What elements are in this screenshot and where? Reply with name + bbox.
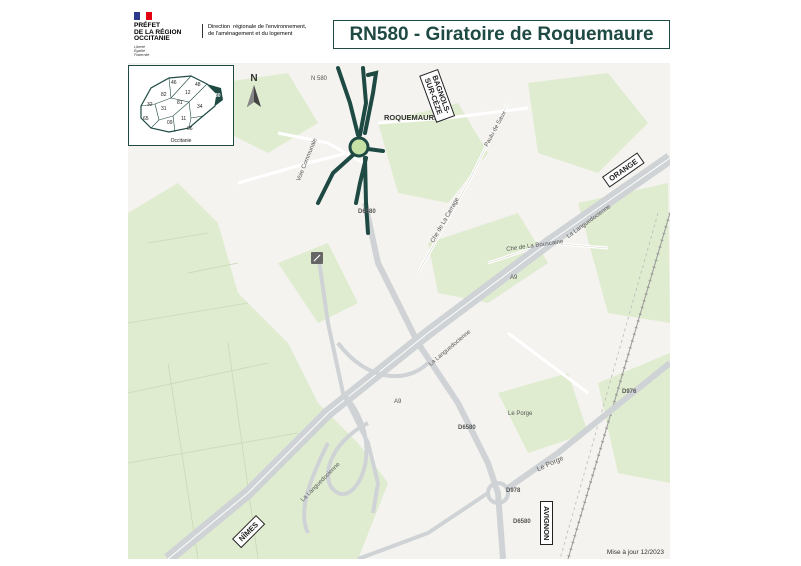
title-box: RN580 - Giratoire de Roquemaure [333,20,670,49]
rest-area-glyph [313,254,321,262]
railway [559,212,670,559]
inset-dept-46: 46 [171,80,177,86]
d978-road [357,491,490,559]
inset-dept-66: 66 [187,126,193,132]
inset-map: 46 48 12 82 81 32 31 34 65 09 11 66 30 O… [128,65,234,146]
inset-dept-11: 11 [181,116,187,122]
south-roundabout [486,481,510,505]
north-arrow-icon [247,85,261,107]
prefet-logo: PRÉFET DE LA RÉGION OCCITANIE Liberté Ég… [128,10,198,58]
label-le-porge-1: Le Porge [508,411,533,417]
inset-dept-34: 34 [197,104,203,110]
inset-dept-31: 31 [161,106,167,112]
project-road [316,66,385,235]
label-d6580-bottom: D6580 [513,519,531,525]
label-a9-1: A9 [510,275,518,281]
direction-avignon: AVIGNON [540,501,553,546]
label-d976: D976 [622,389,637,395]
inset-dept-65: 65 [143,116,149,122]
map[interactable]: N 580 Voie Communale ROQUEMAURE D6580 D6… [128,63,670,559]
north-arrow: N [247,73,267,113]
french-flag-icon [134,12,152,20]
d6580-road [362,202,506,559]
inset-dept-32: 32 [147,102,153,108]
label-d6580-top: D6580 [358,209,376,215]
d976-road [506,360,670,491]
inset-dept-09: 09 [167,120,173,126]
inset-dept-82: 82 [161,92,167,98]
occitanie-map [140,75,223,133]
label-roquemaure: ROQUEMAURE [384,113,440,122]
north-label: N [250,73,258,84]
prefet-text: PRÉFET DE LA RÉGION OCCITANIE [134,22,182,43]
map-canvas [128,66,670,559]
header: PRÉFET DE LA RÉGION OCCITANIE Liberté Ég… [128,10,670,60]
vegetation [128,73,670,559]
inset-dept-30: 30 [215,93,221,99]
roquemaure-roundabout[interactable] [348,136,370,158]
label-d978: D978 [506,488,521,494]
label-d6580-mid: D6580 [458,425,476,431]
devise-text: Liberté Égalité Fraternité [134,45,150,57]
dreal-text: Direction régionale de l'environnement, … [202,24,306,38]
interchange-ramps [302,252,430,534]
label-a9-2: A9 [394,399,402,405]
inset-dept-12: 12 [185,90,191,96]
inset-dept-48: 48 [195,82,201,88]
inset-dept-81: 81 [177,100,183,106]
page-title: RN580 - Giratoire de Roquemaure [349,23,654,45]
update-date: Mise à jour 12/2023 [606,549,664,556]
label-n580: N 580 [311,76,328,82]
inset-label: Occitanie [170,138,192,144]
